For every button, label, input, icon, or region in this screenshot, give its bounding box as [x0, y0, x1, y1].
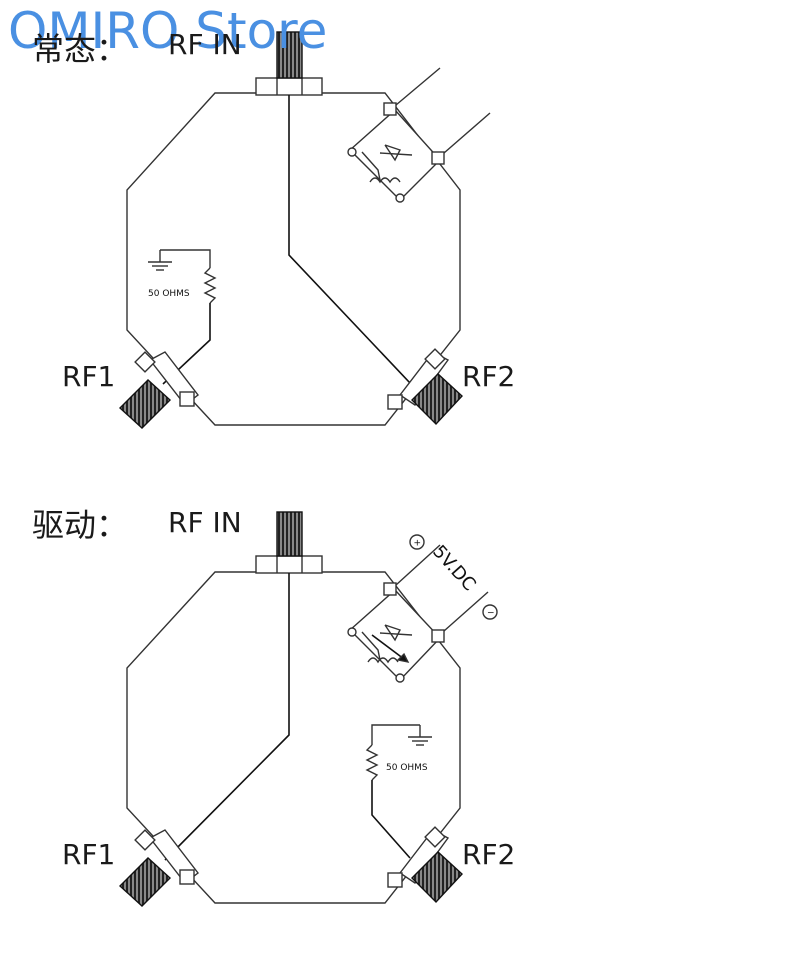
top-rf-in-label: RF IN [168, 28, 242, 61]
voltage-label: 5V.DC [428, 541, 479, 595]
top-relay-block [347, 67, 491, 203]
bottom-trace-in-to-rf1 [164, 573, 290, 861]
top-rf1-connector [118, 351, 199, 429]
top-rf2-connector [387, 348, 463, 426]
plus-terminal-icon [409, 534, 425, 550]
bottom-rf-in-label: RF IN [168, 506, 242, 539]
top-diagram [118, 31, 491, 429]
top-trace-in-to-rf2 [288, 95, 411, 384]
minus-terminal-icon [482, 604, 498, 620]
top-rf2-label: RF2 [462, 360, 516, 393]
bottom-rf2-label: RF2 [462, 838, 516, 871]
bottom-diagram [118, 511, 498, 907]
bottom-rf1-label: RF1 [62, 838, 116, 871]
bottom-rf1-connector [118, 829, 199, 907]
top-state-label: 常态： [32, 30, 129, 68]
watermark: OMIRO Store [8, 2, 328, 60]
top-rf1-label: RF1 [62, 360, 116, 393]
bottom-rf-in-connector [255, 511, 323, 574]
top-rf-in-connector [255, 31, 323, 96]
bottom-load-path [365, 724, 432, 859]
minus-symbol: − [487, 609, 495, 619]
top-resistor-label: 50 OHMS [148, 289, 190, 299]
bottom-relay-block [347, 534, 498, 683]
plus-symbol: + [414, 539, 422, 549]
bottom-rf2-connector [387, 826, 463, 904]
bottom-resistor-label: 50 OHMS [386, 763, 428, 773]
bottom-state-label: 驱动： [32, 506, 129, 544]
